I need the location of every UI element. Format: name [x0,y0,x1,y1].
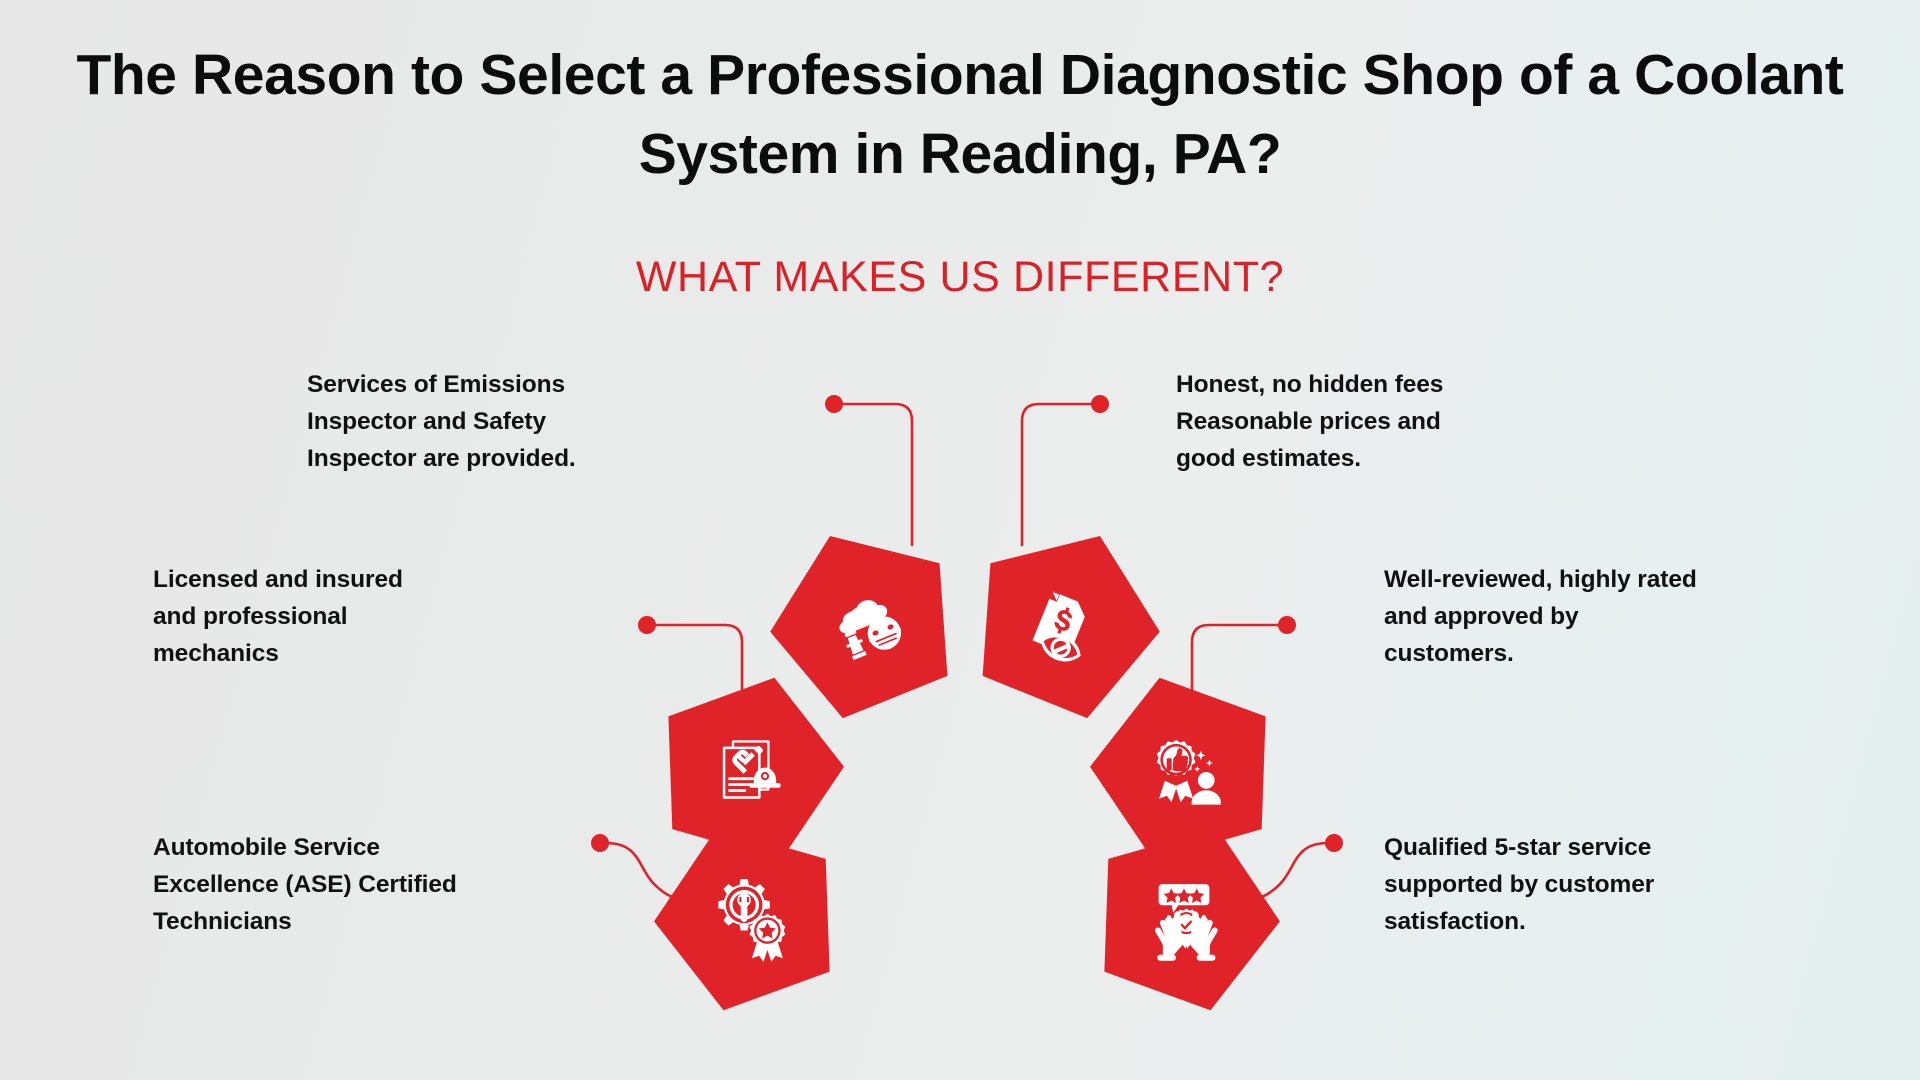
label-reviewed-line-3: customers. [1384,640,1514,668]
label-ase-line-3: Technicians [153,908,292,936]
label-qualified-line-1: Qualified 5-star service [1384,834,1652,861]
label-honest-line-3: good estimates. [1176,445,1362,473]
dot-reviewed [1278,616,1296,634]
label-emissions-line-3: Inspector are provided. [307,445,576,473]
pentagon-qualified[interactable] [1103,824,1283,1013]
connector-dots [591,395,1343,852]
page-title-line-1: The Reason to Select a Professional Diag… [76,43,1619,107]
pentagon-nodes [617,502,1317,1013]
label-licensed-line-1: Licensed and insured [153,566,403,593]
connector-emissions [836,402,914,547]
page-subtitle: WHAT MAKES US DIFFERENT? [635,253,1285,301]
label-qualified-line-3: satisfaction. [1384,908,1526,936]
dot-ase [591,834,609,852]
page-title: The Reason to Select a Professional Diag… [0,36,1920,193]
label-licensed: Licensed and insured and professional me… [153,561,573,673]
label-reviewed-line-2: and approved by [1384,603,1579,631]
pentagon-licensed[interactable] [617,641,863,890]
connector-licensed [649,623,744,692]
label-emissions-line-1: Services of Emissions [307,371,565,398]
label-ase-line-2: Excellence (ASE) Certified [153,871,457,899]
label-honest-line-2: Reasonable prices and [1176,408,1441,436]
dot-qualified [1325,834,1343,852]
label-licensed-line-3: mechanics [153,640,279,668]
label-qualified: Qualified 5-star service supported by cu… [1384,829,1824,941]
pentagon-emissions[interactable] [745,502,979,731]
pentagon-reviewed[interactable] [1071,641,1317,890]
pentagon-honest[interactable] [950,502,1184,731]
page-title-line-2: Coolant System in Reading, PA? [638,43,1844,186]
pentagon-ase[interactable] [651,824,831,1013]
connector-honest [1020,402,1098,547]
label-reviewed-line-1: Well-reviewed, highly rated [1384,566,1697,593]
label-licensed-line-2: and professional [153,603,348,631]
label-qualified-line-2: supported by customer [1384,871,1655,899]
label-emissions: Services of Emissions Inspector and Safe… [307,366,727,478]
dot-honest [1091,395,1109,413]
dot-licensed [638,616,656,634]
label-honest-line-1: Honest, no hidden fees [1176,371,1444,398]
dot-emissions [825,395,843,413]
connector-lines [604,402,1330,902]
label-ase-line-1: Automobile Service [153,834,380,861]
label-reviewed: Well-reviewed, highly rated and approved… [1384,561,1854,673]
label-emissions-line-2: Inspector and Safety [307,408,546,436]
connector-reviewed [1190,623,1285,692]
label-honest: Honest, no hidden fees Reasonable prices… [1176,366,1616,478]
label-ase: Automobile Service Excellence (ASE) Cert… [153,829,613,941]
